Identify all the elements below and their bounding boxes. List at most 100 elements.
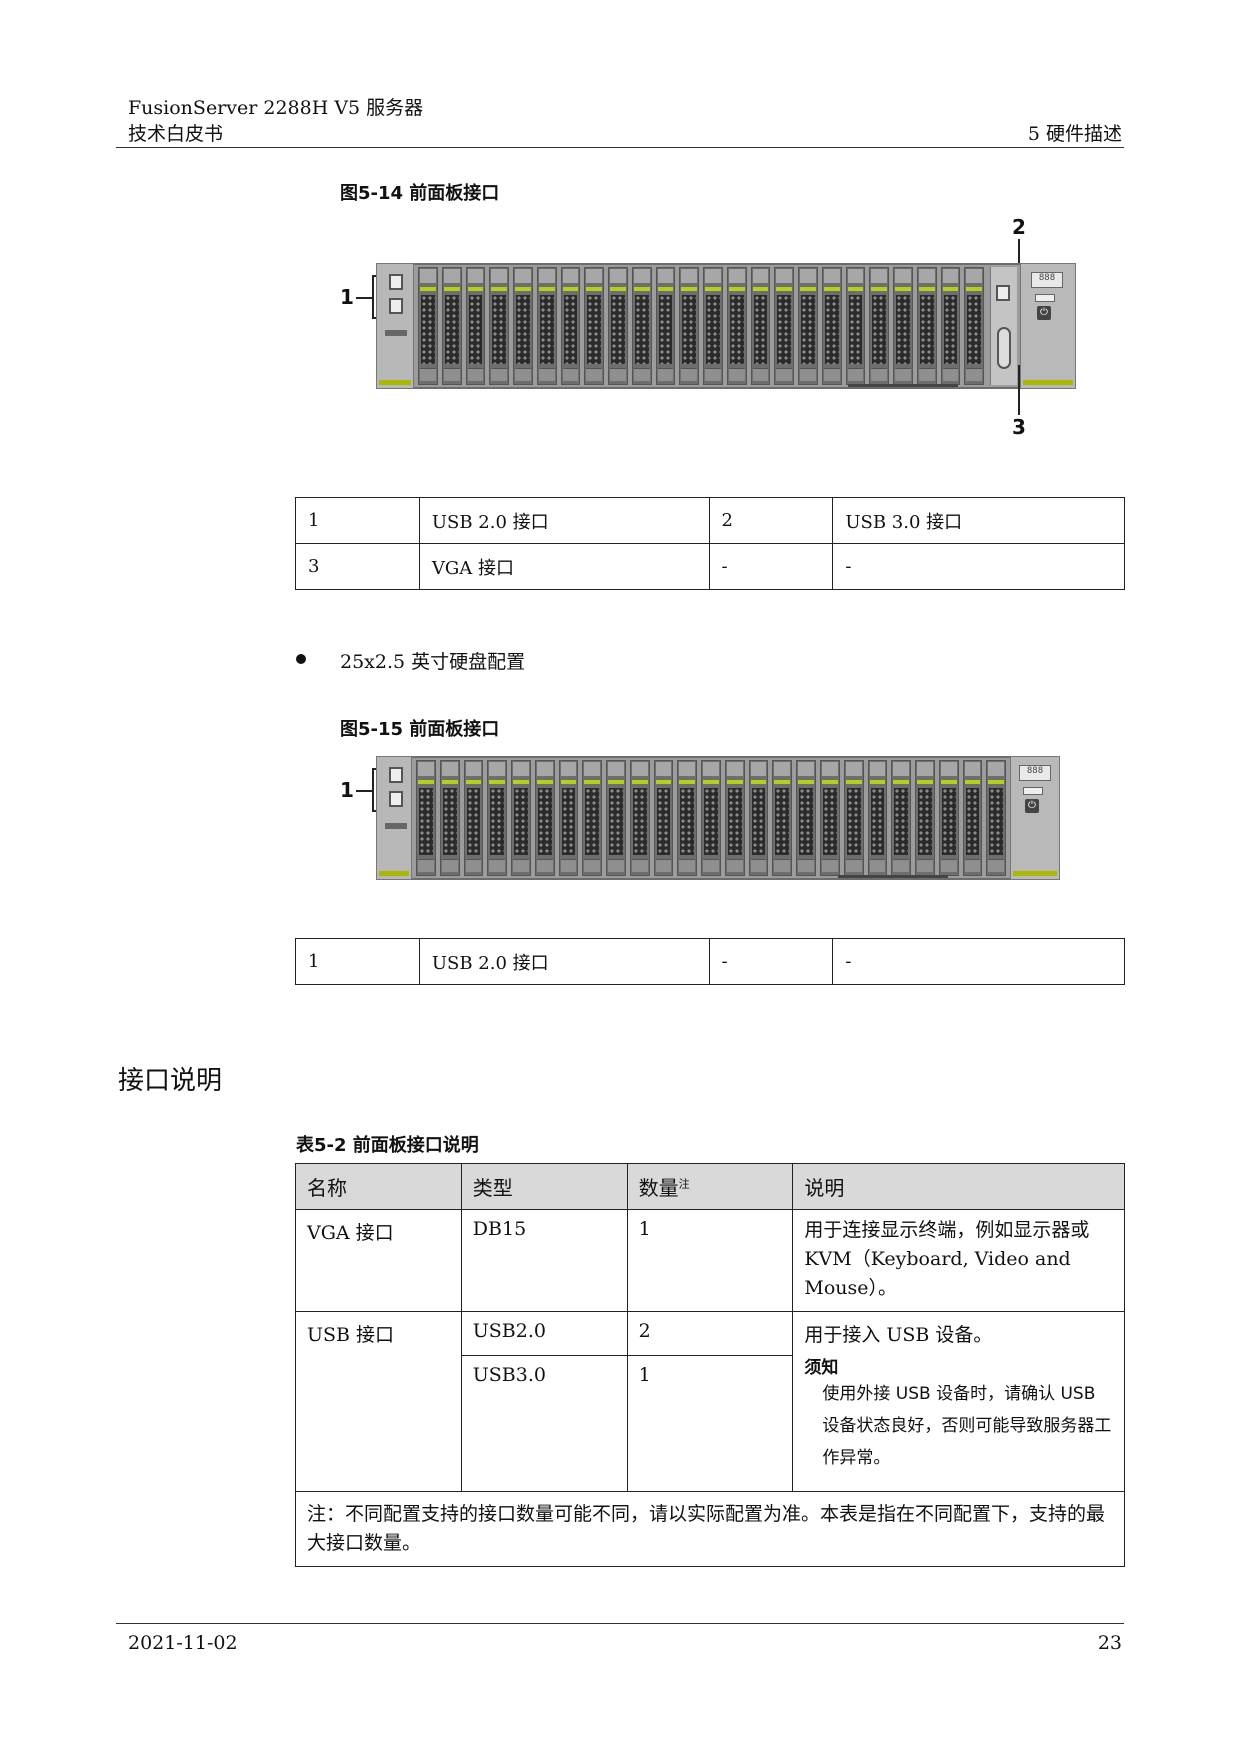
callout-1: 1 — [340, 285, 354, 309]
table-row: 1 USB 2.0 接口 2 USB 3.0 接口 — [295, 497, 1125, 544]
header-doc-type: 技术白皮书 — [128, 123, 224, 145]
footer-page-number: 23 — [1097, 1632, 1122, 1654]
interface-description-table: 名称 类型 数量注 说明 VGA 接口 DB15 1 用于连接显示终端，例如显示… — [295, 1163, 1125, 1567]
figure1-server-front-panel: 2 1 — [330, 215, 1090, 445]
drive-bay — [916, 267, 937, 385]
drive-bay — [677, 760, 698, 876]
header-count: 数量注 — [626, 1163, 794, 1210]
power-button-icon: ⏻ — [1037, 306, 1051, 320]
table-row: 3 VGA 接口 - - — [295, 543, 1125, 590]
header-rule — [116, 147, 1124, 148]
drive-bay — [679, 267, 699, 385]
notice-text: 使用外接 USB 设备时，请确认 USB 设备状态良好，否则可能导致服务器工作异… — [822, 1384, 1112, 1468]
drive-bays — [418, 267, 984, 385]
notice-title: 须知 — [804, 1358, 839, 1378]
usb2-port-icon — [389, 767, 403, 783]
note-mark: 注 — [678, 1177, 690, 1191]
drive-bay — [487, 760, 508, 876]
drive-bay — [962, 760, 983, 876]
drive-bay — [703, 267, 723, 385]
drive-bay — [915, 760, 935, 876]
drive-bay — [750, 267, 771, 385]
footer-date: 2021-11-02 — [128, 1632, 238, 1654]
drive-bay — [986, 760, 1007, 876]
header-chapter: 5 硬件描述 — [1027, 123, 1122, 145]
table-footnote: 注：不同配置支持的接口数量可能不同，请以实际配置为准。本表是指在不同配置下，支持… — [295, 1491, 1125, 1567]
usb2-port-icon — [389, 298, 403, 314]
drive-bay — [891, 760, 912, 876]
drive-bay — [726, 267, 747, 385]
table-row: USB3.0 1 — [296, 1355, 1125, 1492]
drive-bay — [558, 760, 579, 876]
drive-bay — [536, 267, 557, 385]
drive-bay — [608, 267, 628, 385]
drive-bays — [416, 760, 1007, 876]
drive-bay — [513, 267, 533, 385]
header-type: 类型 — [460, 1163, 628, 1210]
drive-bay — [631, 267, 652, 385]
drive-bay — [439, 760, 460, 876]
table-row: USB 接口 USB2.0 2 用于接入 USB 设备。 须知 使用外接 USB… — [295, 1311, 1125, 1492]
drive-bay — [701, 760, 721, 876]
header-name: 名称 — [295, 1163, 462, 1210]
callout-1: 1 — [340, 778, 354, 802]
drive-bay — [820, 760, 840, 876]
drive-bay — [798, 267, 818, 385]
table-caption: 表5-2 前面板接口说明 — [296, 1135, 479, 1156]
drive-bay — [655, 267, 676, 385]
led-display-icon: 888 — [1019, 765, 1051, 781]
section-title: 接口说明 — [118, 1066, 223, 1096]
vga-port-icon — [997, 327, 1011, 369]
drive-bay — [560, 267, 581, 385]
power-button-icon: ⏻ — [1025, 799, 1039, 813]
drive-bay — [772, 760, 793, 876]
control-panel: 888 ⏻ — [1020, 263, 1076, 389]
figure2-caption: 图5-15 前面板接口 — [340, 719, 500, 740]
drive-bay — [584, 267, 604, 385]
figure1-legend-table: 1 USB 2.0 接口 2 USB 3.0 接口 3 VGA 接口 - - — [295, 497, 1125, 590]
drive-bay — [606, 760, 626, 876]
drive-bay — [748, 760, 769, 876]
drive-bay — [653, 760, 674, 876]
usb3-port-icon — [996, 285, 1010, 301]
drive-bay — [416, 760, 436, 876]
table-header-row: 名称 类型 数量注 说明 — [295, 1163, 1125, 1210]
control-panel: 888 ⏻ — [1010, 756, 1060, 880]
bullet-dot — [296, 654, 306, 664]
figure2-legend-table: 1 USB 2.0 接口 - - — [295, 938, 1125, 985]
drive-bay — [418, 267, 438, 385]
drive-bay — [940, 267, 961, 385]
drive-bay — [511, 760, 531, 876]
led-display-icon: 888 — [1031, 272, 1063, 288]
drive-bay — [582, 760, 603, 876]
left-ear — [376, 756, 412, 880]
drive-bay — [774, 267, 794, 385]
drive-bay — [465, 267, 486, 385]
drive-bay — [843, 760, 864, 876]
figure1-caption: 图5-14 前面板接口 — [340, 183, 500, 204]
header-product: FusionServer 2288H V5 服务器 — [128, 97, 424, 119]
usb-description-cell: 用于接入 USB 设备。 须知 使用外接 USB 设备时，请确认 USB 设备状… — [792, 1311, 1125, 1492]
drive-bay — [534, 760, 555, 876]
drive-bay — [489, 267, 509, 385]
footer-rule — [116, 1623, 1124, 1624]
header-desc: 说明 — [792, 1163, 1125, 1210]
server-chassis: 888 ⏻ — [376, 756, 1060, 880]
usb2-port-icon — [389, 791, 403, 807]
callout-3: 3 — [1012, 415, 1026, 439]
drive-bay — [938, 760, 959, 876]
drive-bay — [893, 267, 913, 385]
drive-bay — [463, 760, 484, 876]
left-ear — [376, 263, 414, 389]
usb2-port-icon — [389, 274, 403, 290]
table-row: 1 USB 2.0 接口 - - — [295, 938, 1125, 985]
bullet-text: 25x2.5 英寸硬盘配置 — [340, 651, 526, 673]
figure2-server-front-panel: 1 — [330, 752, 1070, 887]
drive-bay — [845, 267, 866, 385]
drive-bay — [964, 267, 984, 385]
drive-bay — [821, 267, 842, 385]
drive-bay — [441, 267, 462, 385]
drive-bay — [869, 267, 889, 385]
drive-bay — [867, 760, 888, 876]
drive-bay — [629, 760, 650, 876]
